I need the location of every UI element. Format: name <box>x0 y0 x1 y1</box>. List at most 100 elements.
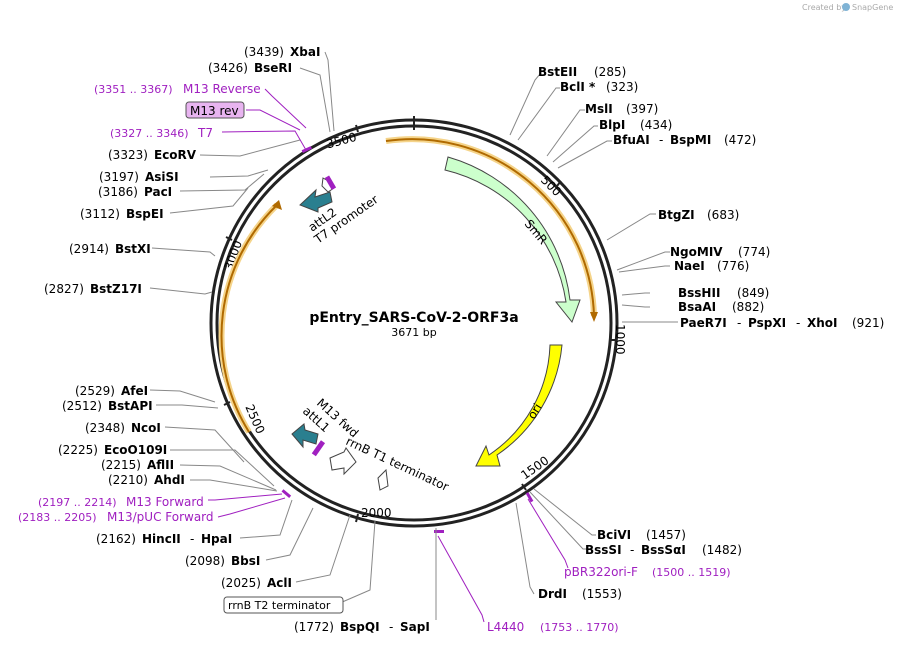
site-label-bspei: (3112) BspEI <box>80 207 164 221</box>
svg-text:BclI *: BclI * <box>560 80 596 94</box>
plasmid-name: pEntry_SARS-CoV-2-ORF3a <box>309 310 518 326</box>
svg-text:(774): (774) <box>738 245 770 259</box>
rrnb-t1-label: rrnB T1 terminator <box>344 434 451 494</box>
svg-text:HincII: HincII <box>142 532 181 546</box>
svg-text:(397): (397) <box>626 102 658 116</box>
site-label-bcivi: BciVI (1457) <box>597 528 686 542</box>
site-label-drdi: DrdI (1553) <box>538 587 622 601</box>
svg-text:BtgZI: BtgZI <box>658 208 695 222</box>
svg-text:M13/pUC Forward: M13/pUC Forward <box>107 510 214 524</box>
m13-fwd-primer-mark <box>311 440 326 457</box>
svg-text:(921): (921) <box>852 316 884 330</box>
svg-text:M13 rev: M13 rev <box>190 104 239 118</box>
svg-text:AsiSI: AsiSI <box>145 170 179 184</box>
created-by-text: Created by <box>802 3 846 12</box>
svg-text:MslI: MslI <box>585 102 613 116</box>
primer-label-t7: (3327 .. 3346) T7 <box>110 126 213 140</box>
site-label-msli: MslI (397) <box>585 102 658 116</box>
svg-text:AfeI: AfeI <box>121 384 148 398</box>
site-label-bsssi-bsssai: BssSI - BssSαI (1482) <box>585 543 742 557</box>
svg-text:-: - <box>190 532 194 546</box>
orf-arc-right-line <box>385 138 595 317</box>
pbr322ori-primer-mark <box>525 492 534 503</box>
svg-text:BstAPI: BstAPI <box>108 399 153 413</box>
svg-text:BspEI: BspEI <box>126 207 164 221</box>
svg-text:(3439): (3439) <box>244 45 284 59</box>
site-label-ngomiv: NgoMIV (774) <box>670 245 770 259</box>
svg-text:pBR322ori-F: pBR322ori-F <box>564 565 638 579</box>
svg-text:BstEII: BstEII <box>538 65 577 79</box>
primer-label-pbr322ori-f: pBR322ori-F (1500 .. 1519) <box>564 565 731 579</box>
orf-arc-left-line <box>220 204 278 433</box>
svg-text:AclI: AclI <box>267 576 292 590</box>
primer-label-m13-rev-boxed: M13 rev <box>185 101 245 119</box>
svg-text:(3426): (3426) <box>208 61 248 75</box>
svg-text:(2225): (2225) <box>58 443 98 457</box>
svg-text:PaeR7I: PaeR7I <box>680 316 727 330</box>
svg-text:BlpI: BlpI <box>599 118 625 132</box>
site-label-xbai: (3439) XbaI <box>244 45 320 59</box>
m13-rev-primer-mark <box>301 146 312 154</box>
svg-text:(434): (434) <box>640 118 672 132</box>
site-label-bbsi: (2098) BbsI <box>185 554 260 568</box>
svg-text:BspMI: BspMI <box>670 133 711 147</box>
l4440-primer-mark <box>434 530 444 533</box>
svg-text:(2215): (2215) <box>101 458 141 472</box>
primer-label-m13-reverse: (3351 .. 3367) M13 Reverse <box>94 82 261 96</box>
svg-text:(2162): (2162) <box>96 532 136 546</box>
svg-text:(1772): (1772) <box>294 620 334 634</box>
right-primer-connectors <box>437 498 569 623</box>
svg-text:SapI: SapI <box>400 620 430 634</box>
primer-label-m13-puc-forward: (2183 .. 2205) M13/pUC Forward <box>18 510 214 524</box>
site-label-bstz17i: (2827) BstZ17I <box>44 282 142 296</box>
snapgene-logo-icon <box>842 3 850 11</box>
svg-text:(1482): (1482) <box>702 543 742 557</box>
svg-text:AhdI: AhdI <box>154 473 185 487</box>
site-label-bcli: BclI * (323) <box>560 80 638 94</box>
svg-text:-: - <box>796 316 800 330</box>
site-label-bseri: (3426) BseRI <box>208 61 292 75</box>
t7-primer-mark <box>324 175 337 191</box>
svg-text:BstZ17I: BstZ17I <box>90 282 142 296</box>
site-label-ncoi: (2348) NcoI <box>85 421 161 435</box>
svg-text:NaeI: NaeI <box>674 259 705 273</box>
svg-text:L4440: L4440 <box>487 620 524 634</box>
site-label-ecoo109i: (2225) EcoO109I <box>58 443 167 457</box>
svg-text:(285): (285) <box>594 65 626 79</box>
right-site-connectors <box>509 73 678 595</box>
svg-text:(1553): (1553) <box>582 587 622 601</box>
svg-text:M13 Reverse: M13 Reverse <box>183 82 261 96</box>
svg-text:DrdI: DrdI <box>538 587 567 601</box>
svg-text:PacI: PacI <box>144 185 172 199</box>
site-label-btgzi: BtgZI (683) <box>658 208 739 222</box>
svg-text:BsaAI: BsaAI <box>678 300 716 314</box>
svg-text:(2348): (2348) <box>85 421 125 435</box>
svg-text:(882): (882) <box>732 300 764 314</box>
svg-text:(1457): (1457) <box>646 528 686 542</box>
svg-text:(3323): (3323) <box>108 148 148 162</box>
svg-text:BbsI: BbsI <box>231 554 260 568</box>
svg-text:EcoO109I: EcoO109I <box>104 443 167 457</box>
svg-text:(472): (472) <box>724 133 756 147</box>
left-site-connectors <box>149 51 376 604</box>
svg-text:XhoI: XhoI <box>807 316 838 330</box>
svg-text:M13 Forward: M13 Forward <box>126 495 204 509</box>
snapgene-brand-text: SnapGene <box>852 3 893 12</box>
site-label-bfuai-bspmi: BfuAI - BspMI (472) <box>613 133 756 147</box>
ori-feature-arrow <box>475 344 563 467</box>
svg-text:BspQI: BspQI <box>340 620 380 634</box>
svg-text:(683): (683) <box>707 208 739 222</box>
svg-text:EcoRV: EcoRV <box>154 148 197 162</box>
smr-feature-arrow <box>444 156 581 324</box>
svg-text:BstXI: BstXI <box>115 242 151 256</box>
svg-text:(2827): (2827) <box>44 282 84 296</box>
site-label-paci: (3186) PacI <box>98 185 172 199</box>
svg-text:-: - <box>659 133 663 147</box>
svg-text:AflII: AflII <box>147 458 174 472</box>
site-label-naei: NaeI (776) <box>674 259 749 273</box>
site-label-bsteii: BstEII (285) <box>538 65 626 79</box>
site-label-acli: (2025) AclI <box>221 576 292 590</box>
rrnb-t2-arrow <box>377 468 389 491</box>
svg-text:BseRI: BseRI <box>254 61 292 75</box>
